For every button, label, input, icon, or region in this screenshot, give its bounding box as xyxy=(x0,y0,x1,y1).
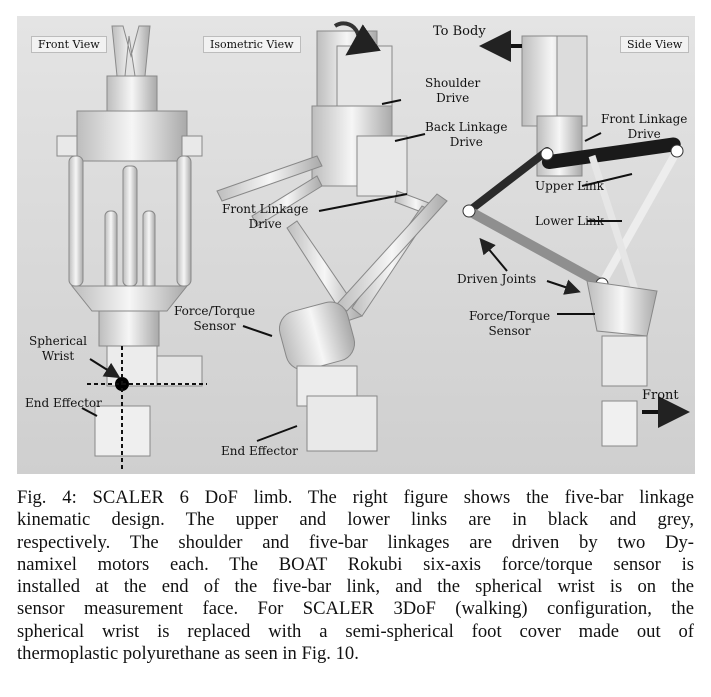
side-view-robot xyxy=(462,35,684,447)
caption-line: thermoplastic polyurethane as seen in Fi… xyxy=(17,643,359,665)
caption-line: kinematic design. The upper and lower li… xyxy=(17,509,694,531)
caption-line: installed at the end of the five-bar lin… xyxy=(17,576,694,598)
panel-title-front: Front View xyxy=(31,36,107,53)
caption-line: sensor measurement face. For SCALER 3DoF… xyxy=(17,598,694,620)
label-front: Front xyxy=(642,388,679,403)
label-end-effector-iso: End Effector xyxy=(221,444,298,458)
figure-caption: Fig. 4: SCALER 6 DoF limb. The right fig… xyxy=(17,487,694,665)
panel-title-iso: Isometric View xyxy=(203,36,301,53)
caption-line: spherical wrist is replaced with a semi-… xyxy=(17,620,694,642)
figure-image: Front View Isometric View Side View To B… xyxy=(17,16,695,474)
label-lower-link: Lower Link xyxy=(535,214,604,228)
callout-lines xyxy=(81,30,690,442)
label-upper-link: Upper Link xyxy=(535,179,604,193)
panel-title-side: Side View xyxy=(620,36,690,53)
label-to-body: To Body xyxy=(433,24,486,39)
robot-limb-render xyxy=(17,16,695,474)
caption-line: namixel motors each. The BOAT Rokubi six… xyxy=(17,553,694,575)
caption-line: Fig. 4: SCALER 6 DoF limb. The right fig… xyxy=(17,487,694,508)
iso-view-robot xyxy=(216,21,448,452)
label-end-effector-front: End Effector xyxy=(25,396,102,410)
caption-line: respectively. The shoulder and five-bar … xyxy=(17,531,694,553)
label-driven-joints: Driven Joints xyxy=(457,272,537,286)
front-view-robot xyxy=(56,25,207,471)
